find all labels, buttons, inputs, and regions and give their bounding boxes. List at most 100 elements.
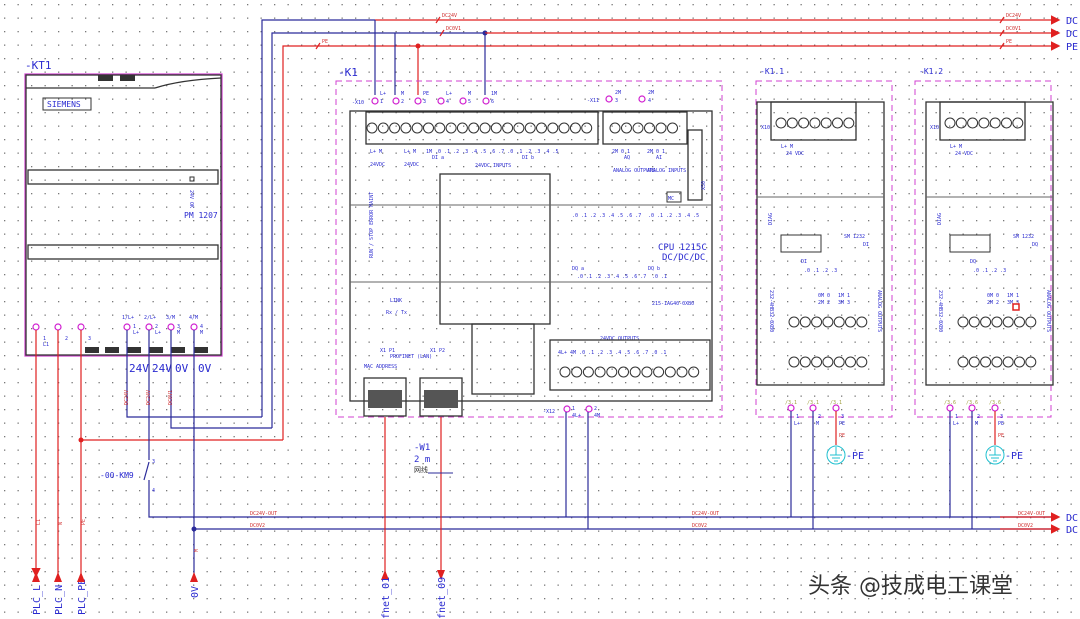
psu-output-terminal[interactable]: 4/M4M bbox=[189, 315, 203, 336]
label: AI bbox=[656, 155, 662, 161]
label: .0 .1 .2 .3 .4 .5 .6 .7 bbox=[577, 274, 646, 280]
label: L+ M bbox=[950, 144, 962, 150]
relay-contact-km9[interactable]: 3 4 -00-KM9 bbox=[100, 459, 155, 494]
top-bus-dc24v[interactable]: DC24V DC24V DC bbox=[261, 13, 1078, 417]
label: DC bbox=[1066, 525, 1078, 536]
x11-terminals[interactable]: 32M 42M bbox=[605, 90, 654, 104]
selection-marker bbox=[1012, 303, 1020, 311]
screw-terminal bbox=[1014, 316, 1025, 328]
label: 1 bbox=[955, 414, 958, 420]
label: 4 bbox=[446, 99, 449, 105]
voltage-label: 24V bbox=[152, 362, 172, 375]
label: 3 bbox=[88, 336, 91, 342]
bottom-bus-dc24v-out[interactable]: DC24V-OUT DC24V-OUT DC24V-OUT DC bbox=[250, 511, 1078, 524]
output-fnet-01[interactable]: fnet_01 bbox=[381, 577, 392, 619]
label: DC bbox=[1066, 513, 1078, 524]
label: DC0V1 bbox=[1006, 26, 1021, 32]
memory-card-slot: MC bbox=[668, 196, 674, 202]
screw-terminal bbox=[967, 117, 979, 129]
label: 3M 3 bbox=[1007, 300, 1019, 306]
module-terminal[interactable]: /3.61L+ bbox=[944, 400, 959, 427]
screw-terminal bbox=[490, 122, 502, 134]
screw-terminal bbox=[513, 122, 525, 134]
screw-terminal bbox=[641, 366, 653, 378]
top-bus-dc0v1[interactable]: DC0V1 DC0V1 DC bbox=[271, 26, 1078, 428]
inputs-label: 24VDC INPUTS bbox=[475, 163, 511, 169]
screw-terminal bbox=[618, 366, 629, 378]
label: .0 .1 .2 .3 .4 .5 bbox=[648, 213, 699, 219]
cable-w1[interactable]: -W1 2 m 网线 bbox=[414, 443, 453, 474]
screw-terminal bbox=[655, 122, 667, 134]
label: X1 P1 bbox=[380, 348, 395, 354]
label: /3.6 bbox=[989, 400, 1001, 406]
label: 24VDC OUTPUTS bbox=[600, 336, 639, 342]
psu-model: PM 1207 bbox=[184, 211, 218, 220]
label: AQ bbox=[624, 155, 630, 161]
profinet-port-p2[interactable] bbox=[419, 377, 463, 417]
psu-kt1[interactable]: -KT1 SIEMENS PM 1207 24V OK 1L1 2 3 1/L+… bbox=[24, 59, 223, 375]
screw-terminal bbox=[1025, 316, 1037, 328]
label: L1 bbox=[36, 519, 42, 525]
label: 24V OK bbox=[188, 190, 194, 208]
screw-terminal bbox=[547, 122, 559, 134]
label: 网线 bbox=[414, 465, 428, 474]
x12-terminals[interactable]: 14L+ 24M bbox=[563, 405, 600, 419]
psu-output-terminal[interactable]: 1/L+1L+ bbox=[122, 315, 139, 336]
label: DI b bbox=[522, 155, 534, 161]
label: -PE bbox=[846, 451, 864, 462]
label: DC0V2 bbox=[692, 523, 707, 529]
label: PE bbox=[1006, 39, 1012, 45]
screw-terminal bbox=[991, 356, 1003, 368]
label: 4M bbox=[594, 413, 600, 419]
module-designation: -K1.2 bbox=[919, 67, 943, 76]
psu-input-terminal[interactable]: 1L1 bbox=[32, 323, 49, 348]
screw-terminal bbox=[606, 366, 618, 378]
output-fnet-09[interactable]: fnet_09 bbox=[437, 577, 448, 619]
label: 0M 0 bbox=[818, 293, 830, 299]
label: PE bbox=[322, 39, 328, 45]
label: -W1 bbox=[414, 443, 430, 453]
screw-terminal bbox=[536, 122, 547, 134]
label: 1M 1 bbox=[1007, 293, 1019, 299]
label: L+ M bbox=[781, 144, 793, 150]
label: 1 bbox=[572, 406, 575, 412]
label: 1 bbox=[380, 99, 383, 105]
label: DC24V-OUT bbox=[1018, 511, 1045, 517]
bottom-bus-dc0v2[interactable]: DC0V2 DC0V2 DC0V2 DC bbox=[250, 523, 1078, 536]
screw-terminal bbox=[1014, 356, 1025, 368]
label: .0 .1 .2 .3 .4 .5 .6 .7 bbox=[572, 213, 641, 219]
screw-terminal bbox=[569, 122, 581, 134]
screw-terminal bbox=[632, 122, 644, 134]
screw-terminal bbox=[558, 122, 570, 134]
screw-terminal bbox=[571, 366, 583, 378]
cpu-subtitle: DC/DC/DC bbox=[662, 253, 705, 263]
psu-designation: -KT1 bbox=[25, 59, 52, 72]
profinet-port-p1[interactable] bbox=[363, 377, 407, 417]
cpu-k1[interactable]: -K1 -X10 1L+ 2M 3PE 4L+ 5M 61M -X11 32M … bbox=[335, 66, 723, 419]
x10-terminals[interactable]: 1L+ 2M 3PE 4L+ 5M 61M bbox=[371, 91, 497, 105]
label: PE bbox=[839, 433, 845, 439]
module-designation: -K1.1 bbox=[760, 67, 784, 76]
output-0v[interactable]: M0V bbox=[190, 549, 201, 598]
screw-terminal bbox=[1012, 117, 1024, 129]
label: PLC_PE bbox=[77, 579, 88, 615]
module-kind: DQ bbox=[1032, 242, 1038, 248]
label: 2M 0 1 bbox=[612, 149, 630, 155]
screw-terminal bbox=[809, 117, 821, 129]
label: DIAG bbox=[768, 213, 774, 225]
label: PE bbox=[998, 421, 1004, 427]
label: 2M 0 1 bbox=[647, 149, 665, 155]
screw-terminal bbox=[989, 117, 1001, 129]
screw-terminal bbox=[664, 366, 676, 378]
label: N bbox=[58, 522, 64, 525]
screw-terminal bbox=[845, 356, 856, 368]
label: 1M 1 bbox=[838, 293, 850, 299]
label: 2 bbox=[155, 324, 158, 330]
label: 24VDC bbox=[404, 162, 419, 168]
